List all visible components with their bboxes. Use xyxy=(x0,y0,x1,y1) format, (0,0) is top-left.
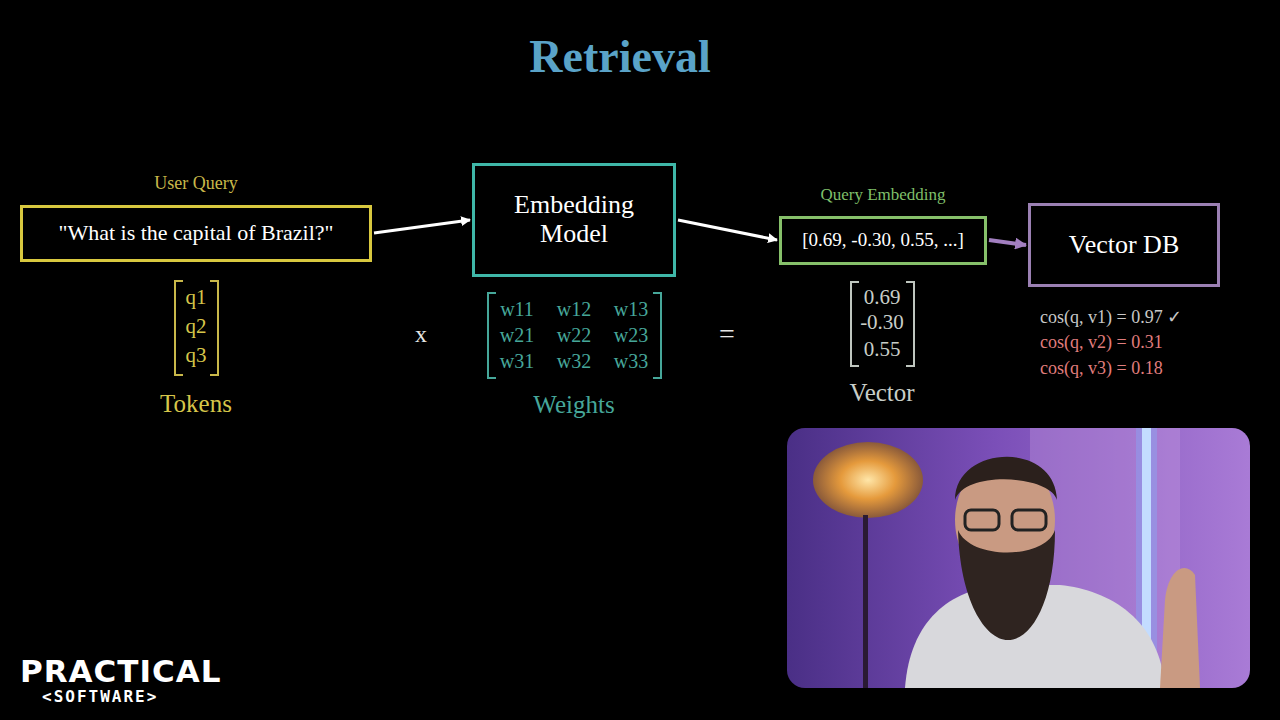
matrix-bracket xyxy=(851,282,859,366)
annotation-label: w22 xyxy=(557,325,591,345)
flow-arrow xyxy=(989,240,1026,245)
annotation-label: w33 xyxy=(614,351,648,371)
presenter-glasses xyxy=(1012,510,1046,530)
embedding-box: [0.69, -0.30, 0.55, ...]Query Embedding xyxy=(779,216,987,265)
annotation-label: cos(q, v3) = 0.18 xyxy=(1040,359,1163,377)
vector-db-box: Vector DB xyxy=(1028,203,1220,287)
annotation-label: w13 xyxy=(614,299,648,319)
node-label: Embedding Model xyxy=(499,191,649,248)
annotation-label: Weights xyxy=(533,392,614,417)
node-heading: Query Embedding xyxy=(820,185,945,205)
annotation-label: w31 xyxy=(500,351,534,371)
brand-logo: PRACTICAL xyxy=(20,656,222,687)
brand-logo: <SOFTWARE> xyxy=(42,689,158,705)
node-label: "What is the capital of Brazil?" xyxy=(58,221,333,245)
matrix-bracket xyxy=(906,282,914,366)
annotation-label: = xyxy=(719,320,735,348)
model-box: Embedding Model xyxy=(472,163,676,277)
annotation-label: cos(q, v1) = 0.97 ✓ xyxy=(1040,308,1182,326)
presenter-video xyxy=(787,428,1250,688)
flow-arrow xyxy=(678,220,777,240)
annotation-label: w12 xyxy=(557,299,591,319)
annotation-label: w11 xyxy=(500,299,534,319)
matrix-bracket xyxy=(488,293,496,378)
annotation-label: Tokens xyxy=(160,391,232,416)
diagram-title: Retrieval xyxy=(529,30,710,83)
presenter-beard xyxy=(958,530,1055,640)
annotation-label: q3 xyxy=(186,345,207,366)
annotation-label: Vector xyxy=(849,380,914,405)
annotation-label: w32 xyxy=(557,351,591,371)
lamp-shade xyxy=(813,442,923,518)
query-box: "What is the capital of Brazil?"User Que… xyxy=(20,205,372,262)
annotation-label: cos(q, v2) = 0.31 xyxy=(1040,333,1163,351)
annotation-label: w21 xyxy=(500,325,534,345)
annotation-label: 0.69 xyxy=(864,287,901,308)
annotation-label: w23 xyxy=(614,325,648,345)
annotation-label: x xyxy=(415,322,427,346)
presenter-hand xyxy=(1160,568,1200,688)
node-label: Vector DB xyxy=(1069,231,1179,260)
annotation-label: q1 xyxy=(186,287,207,308)
node-label: [0.69, -0.30, 0.55, ...] xyxy=(802,230,963,251)
video-wall xyxy=(787,428,1250,688)
matrix-bracket xyxy=(210,281,218,375)
flow-arrow xyxy=(374,220,470,233)
annotation-label: 0.55 xyxy=(864,339,901,360)
annotation-label: -0.30 xyxy=(860,312,904,333)
presenter-glasses xyxy=(965,510,999,530)
lamp-pole xyxy=(863,515,868,688)
matrix-bracket xyxy=(653,293,661,378)
matrix-bracket xyxy=(175,281,183,375)
annotation-label: q2 xyxy=(186,316,207,337)
node-heading: User Query xyxy=(154,173,237,194)
presenter-hair xyxy=(955,457,1057,500)
